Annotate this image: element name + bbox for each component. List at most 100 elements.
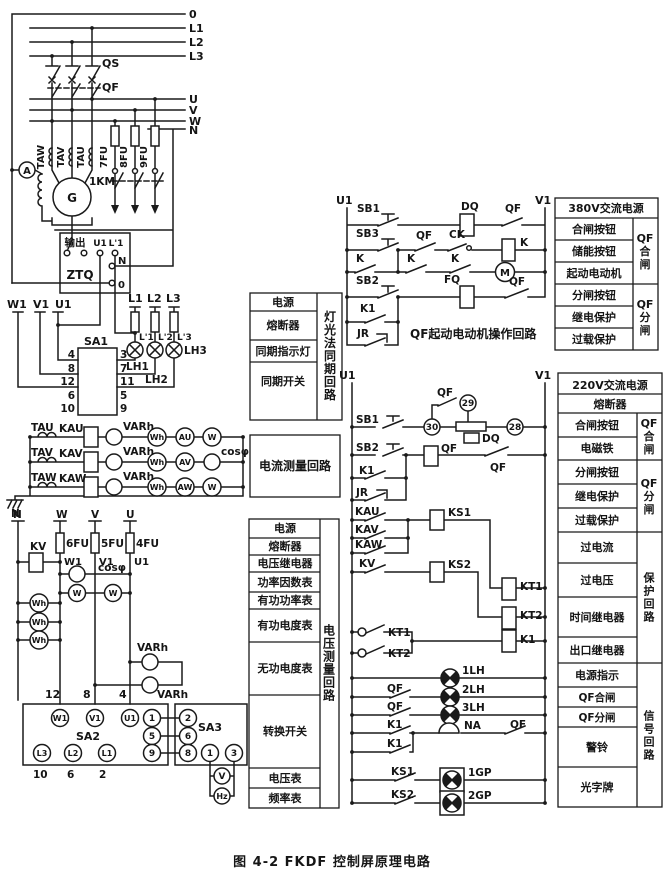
- qf-blades: [50, 82, 102, 99]
- legend-cell: 功率因数表: [258, 575, 314, 589]
- fuse-6fu: [55, 532, 65, 554]
- lh2-label: LH2: [145, 374, 168, 386]
- sb2-label: SB2: [356, 442, 379, 454]
- legend-cell: 熔断器: [269, 539, 303, 553]
- k-label: K: [356, 253, 365, 265]
- sa3-label: SA3: [198, 721, 222, 734]
- qf-label: QF: [437, 387, 453, 399]
- kt2-coil-label: KT2: [520, 610, 543, 622]
- terminal-29: [459, 394, 477, 412]
- power-bus-section: 0 L1 L2 L3 QS QF U V W N TAW TAV TAU 7FU…: [11, 8, 204, 284]
- qf-label: QF: [509, 276, 525, 288]
- legend-cell: 有功功率表: [258, 593, 314, 607]
- terminal-28-num: 28: [509, 423, 522, 433]
- legend-title: 电流测量回路: [259, 458, 332, 473]
- table-cell: 合闸按钮: [572, 222, 616, 236]
- sa1-term-6: 6: [68, 390, 75, 402]
- figure-caption: 图 4-2 FKDF 控制屏原理电路: [233, 854, 431, 870]
- ks2-coil: [429, 561, 445, 583]
- sb1-label: SB1: [356, 414, 379, 426]
- bus-0-label: 0: [189, 8, 197, 21]
- qf-coil-label: QF: [441, 443, 457, 455]
- aw-meter: AW: [178, 483, 193, 492]
- sa1-term-9: 9: [120, 403, 127, 415]
- terminal-29-num: 29: [462, 399, 475, 409]
- sa2-l2: L2: [68, 749, 79, 758]
- kt1-coil: [501, 577, 517, 601]
- sa2-sa3-section: W1 V1 U1 L3 L2 L1 1 5 9 2 6 8 1 3 V Hz S…: [22, 703, 248, 805]
- ztq-l1p-label: L'1: [109, 239, 124, 249]
- lamp-fuse-2: [150, 311, 160, 333]
- lamp-l2-label: L2: [147, 292, 162, 305]
- sa1-switch: [77, 347, 118, 416]
- legend-cell: 频率表: [269, 791, 303, 805]
- sa2-w1: W1: [53, 714, 68, 723]
- legend-side-label: 电压测量回路: [323, 623, 336, 703]
- legend-cell: 电压表: [269, 771, 303, 785]
- freq-meter: Hz: [216, 792, 228, 801]
- rail-v1-label: V1: [535, 194, 551, 207]
- kav-label: KAV: [355, 524, 380, 536]
- generator-letter: G: [67, 191, 77, 205]
- fuse-8fu: [130, 125, 140, 147]
- kv-coil: [28, 552, 44, 573]
- kv-label: KV: [30, 541, 47, 553]
- ammeter-letter: A: [23, 166, 31, 177]
- legend-cell: 电压继电器: [258, 556, 314, 570]
- table-cell: 警铃: [585, 740, 608, 754]
- bus-w-label: W: [189, 115, 201, 128]
- w-meter: W: [208, 433, 217, 442]
- sa2-u1: U1: [124, 714, 136, 723]
- sa3-2: 2: [185, 714, 191, 724]
- legend-cell: 有功电度表: [258, 618, 314, 632]
- junction-dots: [10, 26, 547, 805]
- lamp-l1-label: L1: [128, 292, 143, 305]
- table-side-label: 保护回路: [643, 571, 656, 624]
- ground-n-label: N: [11, 508, 20, 520]
- varh-meter2-label: VARh: [157, 689, 188, 701]
- wh-meter: Wh: [150, 433, 165, 442]
- ct-row-wires: [6, 431, 244, 510]
- lamp-l3-label: L3: [166, 292, 181, 305]
- sa2-wire-12: 12: [45, 688, 60, 701]
- sb2-label: SB2: [356, 275, 379, 287]
- sync-legend-box: 电源 熔断器 同期指示灯 同期开关 灯光法同期回路: [249, 292, 343, 421]
- contacts: [364, 397, 526, 805]
- ks1-label: KS1: [448, 507, 471, 519]
- ks1-coil: [429, 509, 445, 531]
- wh-meter: Wh: [32, 618, 47, 627]
- k1-coil-label: K1: [520, 634, 535, 646]
- rail-u1-label: U1: [336, 194, 353, 207]
- sa1-term-11: 11: [120, 376, 135, 388]
- pushbuttons: [382, 415, 404, 457]
- kaw-label: KAW: [355, 539, 383, 551]
- fuse-5fu-label: 5FU: [101, 538, 124, 550]
- fuse-7fu: [110, 125, 120, 147]
- table-cell: 过载保护: [572, 332, 616, 346]
- contacts: [354, 217, 529, 347]
- rail-n-label: N: [13, 509, 22, 521]
- ct-coils: [48, 147, 93, 167]
- ct-tav-label: TAV: [56, 146, 67, 167]
- ck-label: CK: [449, 229, 466, 241]
- bus-l1-label: L1: [189, 22, 204, 35]
- qf-trip-coil: [423, 445, 439, 467]
- terminal-30-num: 30: [426, 423, 439, 433]
- table-header: 220V交流电源: [572, 378, 647, 392]
- w1-node-label: W1: [64, 557, 82, 568]
- sa2-wire-6: 6: [67, 769, 74, 781]
- sa1-label: SA1: [84, 335, 108, 348]
- v1-node-label: V1: [99, 557, 114, 568]
- qs-label: QS: [102, 57, 119, 70]
- fuse-4fu: [125, 532, 135, 554]
- legend-cell: 电源: [274, 521, 296, 535]
- v1-wire-label: V1: [33, 298, 49, 311]
- table-cell: 起动电动机: [566, 266, 622, 280]
- legend-cell: 电源: [272, 295, 294, 309]
- fuse-6fu-label: 6FU: [66, 538, 89, 550]
- kau-coil: [83, 426, 99, 448]
- tav-row-label: TAV: [31, 447, 54, 459]
- table-cell: 继电保护: [575, 489, 619, 503]
- wh-meter: Wh: [32, 599, 47, 608]
